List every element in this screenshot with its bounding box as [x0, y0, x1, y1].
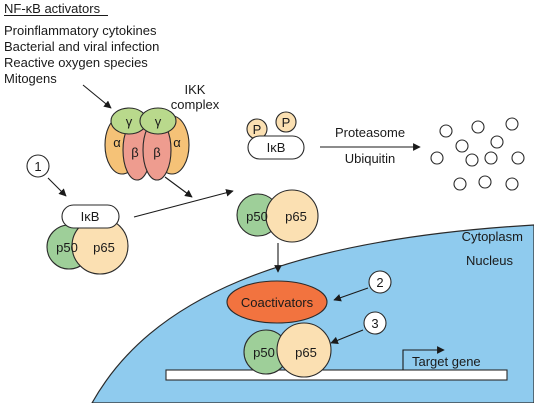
activator-item: Proinflammatory cytokines [4, 23, 157, 38]
step-2-badge [368, 270, 392, 294]
ikk-alpha-label: α [113, 135, 121, 150]
phosphate-label: P [253, 122, 262, 137]
ikk-beta-label: β [153, 145, 160, 160]
p65-protein [265, 189, 319, 243]
step-1-badge [26, 154, 50, 178]
ikb-label: IκB [81, 209, 100, 224]
phosphate-label: P [282, 115, 291, 130]
fragment [430, 151, 444, 165]
arrow-release [133, 189, 234, 218]
coactivators-label: Coactivators [241, 295, 314, 310]
proteasome-label: Proteasome [335, 125, 405, 140]
activator-item: Bacterial and viral infection [4, 39, 159, 54]
p50-label: p50 [253, 345, 275, 360]
target-gene-label: Target gene [412, 354, 481, 369]
fragment [484, 151, 498, 165]
arrow-activators-to-ikk [82, 84, 112, 109]
arrow-step1 [47, 177, 67, 197]
p65-label: p65 [285, 209, 307, 224]
coactivators [226, 280, 328, 324]
fragment [511, 151, 525, 165]
arrow-ikk-action [164, 176, 193, 198]
activators-title: NF-κB activators [4, 1, 101, 16]
activator-item: Mitogens [4, 71, 57, 86]
ikk-complex: γ γ α α β β [104, 107, 190, 181]
p65-label: p65 [295, 345, 317, 360]
ikk-alpha-label: α [173, 135, 181, 150]
phosphate-group [275, 111, 297, 133]
fragment [455, 139, 469, 153]
step-3-number: 3 [371, 316, 378, 331]
fragment [471, 120, 485, 134]
free-nfkb-dimer: p50 p65 [236, 189, 319, 243]
p50-label: p50 [56, 240, 78, 255]
ikk-gamma-label: γ [155, 114, 162, 129]
ikb-phospho-label: IκB [267, 140, 286, 155]
nucleus-label: Nucleus [466, 253, 513, 268]
step-3-badge [363, 311, 387, 335]
p65-protein [276, 322, 332, 378]
p65-label: p65 [93, 240, 115, 255]
step-1-number: 1 [34, 159, 41, 174]
step-2-number: 2 [376, 275, 383, 290]
nuclear-nfkb-dimer: p50 p65 [243, 322, 332, 378]
fragment [439, 124, 453, 138]
fragment [490, 135, 504, 149]
degraded-fragments [430, 117, 525, 191]
fragment [465, 153, 479, 167]
ikk-label-line1: IKK [185, 82, 206, 97]
ikk-label-line2: complex [171, 97, 220, 112]
phosphorylated-ikb: P P IκB [246, 111, 305, 160]
cytoplasm-label: Cytoplasm [462, 229, 523, 244]
ikb-protein [61, 204, 120, 229]
fragment [453, 177, 467, 191]
fragment [505, 117, 519, 131]
dna-strand [165, 369, 508, 381]
ikk-gamma-right [139, 107, 177, 135]
ikk-gamma-label: γ [126, 114, 133, 129]
activator-item: Reactive oxygen species [4, 55, 148, 70]
ubiquitin-label: Ubiquitin [345, 151, 396, 166]
arrow-step2 [333, 287, 369, 302]
fragment [478, 175, 492, 189]
transcription-start-arrow [402, 346, 445, 370]
fragment [505, 177, 519, 191]
inactive-nfkb-complex: IκB p50 p65 [46, 204, 129, 275]
ikk-beta-label: β [131, 145, 138, 160]
ikb-phospho-protein [247, 135, 305, 160]
p50-label: p50 [246, 209, 268, 224]
arrow-step3 [330, 329, 364, 344]
